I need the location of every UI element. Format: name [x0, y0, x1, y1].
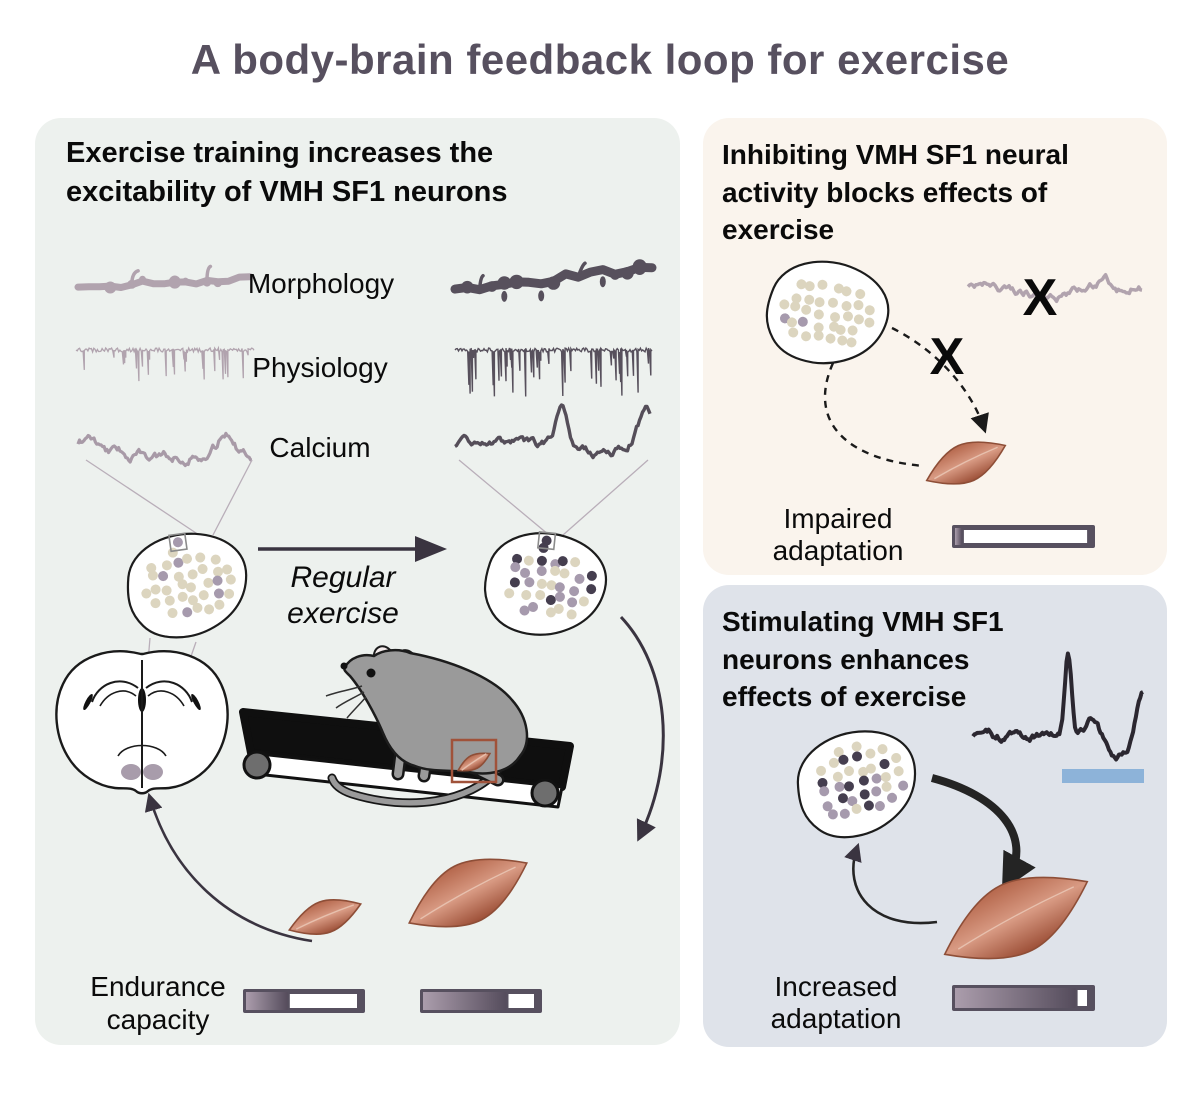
blocked-pathway-arrow	[891, 326, 989, 434]
capacity-meter-icon	[952, 525, 1095, 548]
dendrite-icon	[450, 259, 657, 302]
increased-label-line1: Increased	[774, 971, 898, 1002]
x-mark-pathway: X	[929, 328, 965, 386]
capacity-meter-icon	[420, 989, 542, 1013]
neuron-to-muscle-thick-arrow	[930, 774, 1036, 891]
endurance-label-line2: capacity	[106, 1004, 210, 1035]
muscle-icon	[408, 858, 528, 928]
mouse-treadmill-icon	[239, 645, 574, 809]
muscle-icon	[925, 441, 1007, 485]
regular-exercise-label-line1: Regular	[290, 561, 396, 594]
stim-calcium-trace-icon	[971, 651, 1144, 762]
capacity-meter-icon	[243, 989, 365, 1013]
stimulate-header: Stimulating VMH SF1 neurons enhances eff…	[722, 606, 1004, 713]
brain-section-icon	[55, 650, 229, 795]
capacity-meter-icon	[952, 985, 1095, 1011]
muscle-target-box-icon	[450, 738, 498, 784]
muscle-icon	[456, 752, 492, 772]
blocked-pathway-arrow-2	[823, 362, 925, 468]
neuron-cluster-icon	[483, 530, 608, 636]
morphology-label: Morphology	[247, 268, 395, 299]
calcium-label: Calcium	[269, 432, 371, 463]
neuron-cluster-icon	[765, 260, 890, 365]
training-header: Exercise training increases the excitabi…	[66, 137, 508, 208]
page-title: A body-brain feedback loop for exercise	[190, 36, 1010, 83]
inhibit-panel-art	[765, 260, 1143, 548]
increased-label-line2: adaptation	[770, 1003, 902, 1034]
brain-to-muscle-arrow	[619, 615, 665, 842]
impaired-label-line1: Impaired	[783, 503, 893, 534]
stimulate-panel-art	[796, 651, 1144, 1011]
stimulation-bar-icon	[1062, 769, 1144, 783]
inhibit-header: Inhibiting VMH SF1 neural activity block…	[722, 139, 1069, 246]
muscle-icon	[287, 899, 363, 935]
regular-exercise-label-line2: exercise	[287, 597, 399, 630]
neuron-cluster-icon	[126, 532, 248, 639]
endurance-label-line1: Endurance	[90, 971, 226, 1002]
dendrite-icon	[74, 264, 254, 294]
x-mark-trace: X	[1022, 269, 1058, 327]
magnifier-box-icon	[167, 532, 188, 553]
training-panel-art	[55, 259, 665, 1013]
physiology-label: Physiology	[252, 352, 388, 383]
muscle-to-neuron-arrow	[844, 842, 938, 925]
panel-stimulate	[703, 585, 1167, 1047]
magnifier-box-icon	[536, 530, 557, 551]
impaired-label-line2: adaptation	[772, 535, 904, 566]
muscle-to-brain-arrow	[144, 792, 313, 943]
muscle-icon	[943, 876, 1089, 960]
calcium-trace-icon	[966, 272, 1143, 304]
neuron-cluster-icon	[796, 730, 917, 839]
